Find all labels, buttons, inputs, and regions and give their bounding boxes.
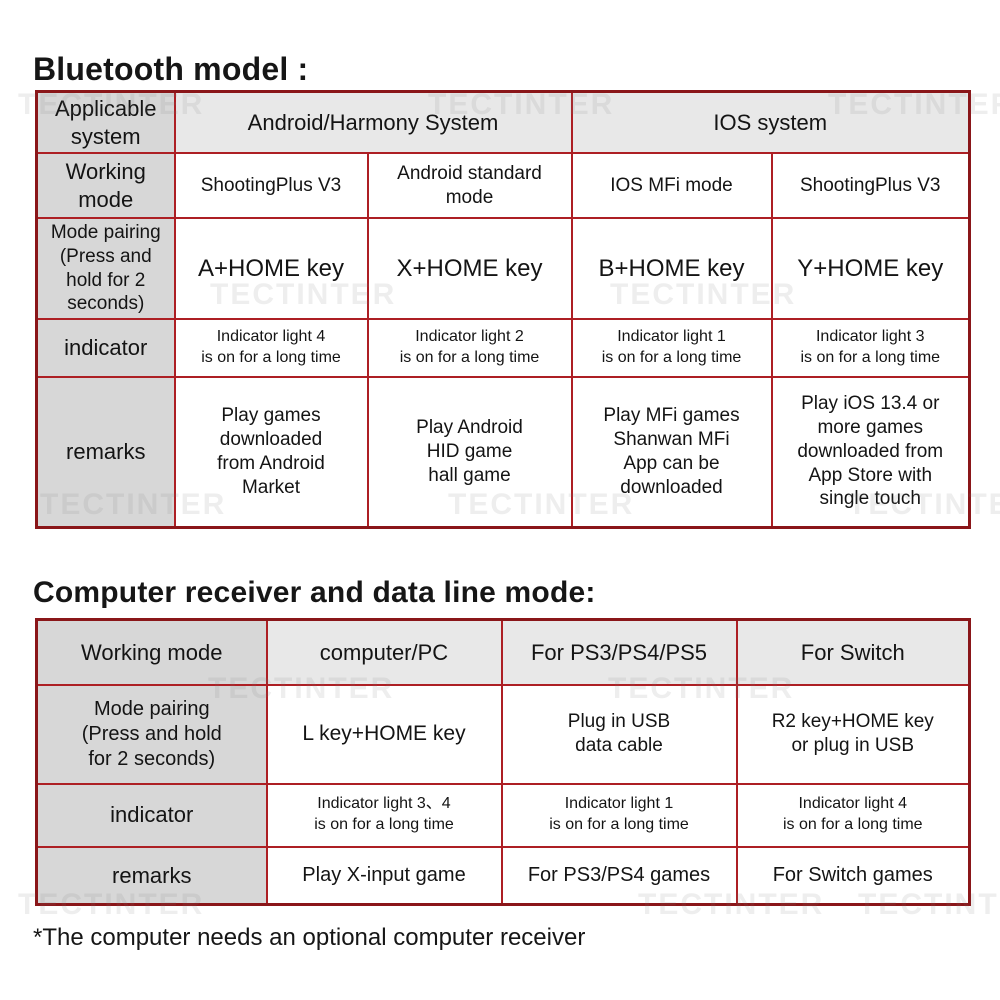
computer-receiver-title: Computer receiver and data line mode:: [33, 576, 596, 610]
bluetooth-mode-table: Applicable system Android/Harmony System…: [35, 90, 971, 529]
row-header-indicator: indicator: [35, 318, 176, 378]
cell-pairing-y-home: Y+HOME key: [770, 217, 971, 320]
cell-remarks-mfi-games: Play MFi games Shanwan MFi App can be do…: [570, 376, 773, 528]
row-header-remarks: remarks: [35, 376, 176, 528]
table-row-mode-pairing: Mode pairing (Press and hold for 2 secon…: [35, 683, 971, 785]
cell-remarks-x-input: Play X-input game: [265, 845, 503, 906]
cell-header-computer-pc: computer/PC: [265, 618, 503, 686]
row-header-mode-pairing: Mode pairing (Press and hold for 2 secon…: [35, 683, 268, 785]
cell-indicator-light-4: Indicator light 4 is on for a long time: [735, 782, 971, 848]
row-header-working-mode: Working mode: [35, 618, 268, 686]
table-row-remarks: remarks Play X-input game For PS3/PS4 ga…: [35, 845, 971, 906]
bluetooth-model-title: Bluetooth model :: [33, 51, 309, 88]
cell-indicator-light-3-4: Indicator light 3、4 is on for a long tim…: [265, 782, 503, 848]
cell-indicator-light-1: Indicator light 1 is on for a long time: [500, 782, 738, 848]
cell-pairing-a-home: A+HOME key: [173, 217, 369, 320]
cell-working-mode-shootingplus-android: ShootingPlus V3: [173, 152, 369, 219]
cell-pairing-r2-home-usb: R2 key+HOME key or plug in USB: [735, 683, 971, 785]
row-header-indicator: indicator: [35, 782, 268, 848]
row-header-remarks: remarks: [35, 845, 268, 906]
cell-header-for-switch: For Switch: [735, 618, 971, 686]
cell-working-mode-shootingplus-ios: ShootingPlus V3: [770, 152, 971, 219]
cell-pairing-l-home: L key+HOME key: [265, 683, 503, 785]
table-row-mode-pairing: Mode pairing (Press and hold for 2 secon…: [35, 217, 971, 320]
table-row-working-mode-header: Working mode computer/PC For PS3/PS4/PS5…: [35, 618, 971, 686]
row-header-mode-pairing: Mode pairing (Press and hold for 2 secon…: [35, 217, 176, 320]
cell-remarks-switch-games: For Switch games: [735, 845, 971, 906]
cell-indicator-light-4: Indicator light 4 is on for a long time: [173, 318, 369, 378]
cell-indicator-light-3: Indicator light 3 is on for a long time: [770, 318, 971, 378]
cell-header-ps3-ps4-ps5: For PS3/PS4/PS5: [500, 618, 738, 686]
table-row-indicator: indicator Indicator light 4 is on for a …: [35, 318, 971, 378]
computer-receiver-footnote: *The computer needs an optional computer…: [33, 924, 586, 951]
cell-indicator-light-2: Indicator light 2 is on for a long time: [366, 318, 573, 378]
cell-indicator-light-1: Indicator light 1 is on for a long time: [570, 318, 773, 378]
cell-working-mode-android-standard: Android standard mode: [366, 152, 573, 219]
cell-remarks-ios-appstore: Play iOS 13.4 or more games downloaded f…: [770, 376, 971, 528]
row-header-working-mode: Working mode: [35, 152, 176, 219]
cell-remarks-android-hid: Play Android HID game hall game: [366, 376, 573, 528]
table-row-indicator: indicator Indicator light 3、4 is on for …: [35, 782, 971, 848]
cell-pairing-x-home: X+HOME key: [366, 217, 573, 320]
cell-pairing-b-home: B+HOME key: [570, 217, 773, 320]
table-row-applicable-system: Applicable system Android/Harmony System…: [35, 90, 971, 154]
cell-android-harmony-system: Android/Harmony System: [173, 90, 573, 154]
table-row-working-mode: Working mode ShootingPlus V3 Android sta…: [35, 152, 971, 219]
cell-remarks-android-market: Play games downloaded from Android Marke…: [173, 376, 369, 528]
row-header-applicable-system: Applicable system: [35, 90, 176, 154]
table-row-remarks: remarks Play games downloaded from Andro…: [35, 376, 971, 528]
cell-remarks-ps3-ps4-games: For PS3/PS4 games: [500, 845, 738, 906]
cell-working-mode-ios-mfi: IOS MFi mode: [570, 152, 773, 219]
computer-receiver-table: Working mode computer/PC For PS3/PS4/PS5…: [35, 618, 971, 906]
cell-ios-system: IOS system: [570, 90, 971, 154]
cell-pairing-usb-cable: Plug in USB data cable: [500, 683, 738, 785]
